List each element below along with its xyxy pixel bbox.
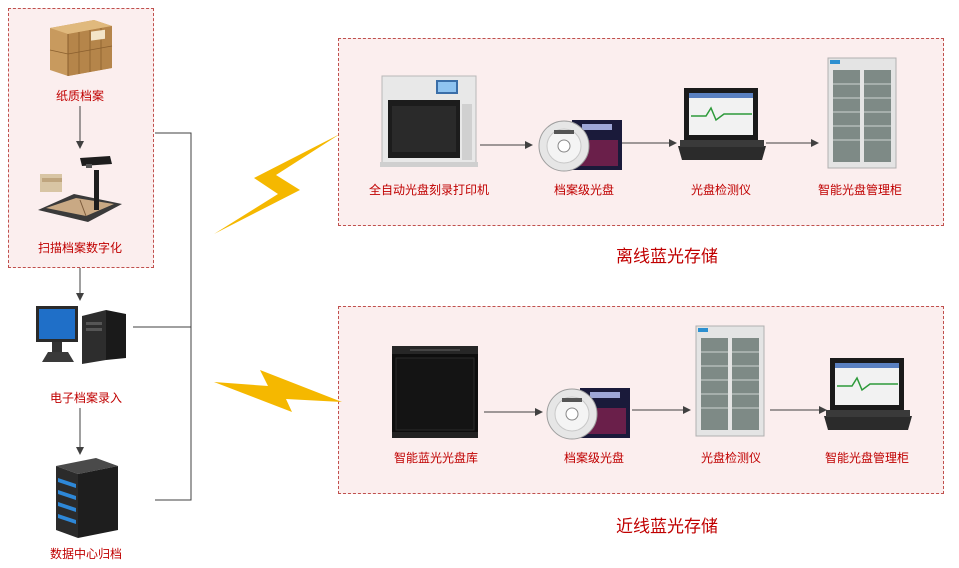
datacenter-archive-label: 数据中心归档 [49,547,123,561]
paper-archive-label: 纸质档案 [55,89,105,103]
nearline-item-2-label: 档案级光盘 [563,451,625,465]
desktop-computer-icon [36,306,126,364]
offline-storage-title: 离线蓝光存储 [616,247,718,267]
lightning-bolt-nearline [214,370,342,412]
offline-item-1-label: 全自动光盘刻录打印机 [368,183,490,197]
nearline-item-3-label: 光盘检测仪 [700,451,762,465]
electronic-entry-label: 电子档案录入 [49,391,123,405]
bluray-disc-library-icon [392,346,478,438]
disc-tester-laptop-icon [678,88,766,160]
offline-item-3-label: 光盘检测仪 [690,183,752,197]
smart-disc-cabinet-icon [827,57,897,169]
archive-disc-icon [546,388,630,440]
archive-boxes-icon [49,20,113,76]
scan-digitize-label: 扫描档案数字化 [37,241,123,255]
offline-item-2-label: 档案级光盘 [553,183,615,197]
nearline-item-4-label: 智能光盘管理柜 [824,451,910,465]
nearline-storage-title: 近线蓝光存储 [616,517,718,537]
disc-tester-laptop-icon [824,358,912,430]
bracket-connector [155,132,192,501]
book-scanner-icon [38,156,122,222]
offline-item-4-label: 智能光盘管理柜 [817,183,903,197]
archive-disc-icon [538,120,622,172]
smart-disc-cabinet-icon [695,325,765,437]
nearline-item-1-label: 智能蓝光光盘库 [393,451,479,465]
disc-burner-printer-icon [380,75,478,167]
lightning-bolt-offline [214,134,340,234]
server-icon [56,458,118,538]
